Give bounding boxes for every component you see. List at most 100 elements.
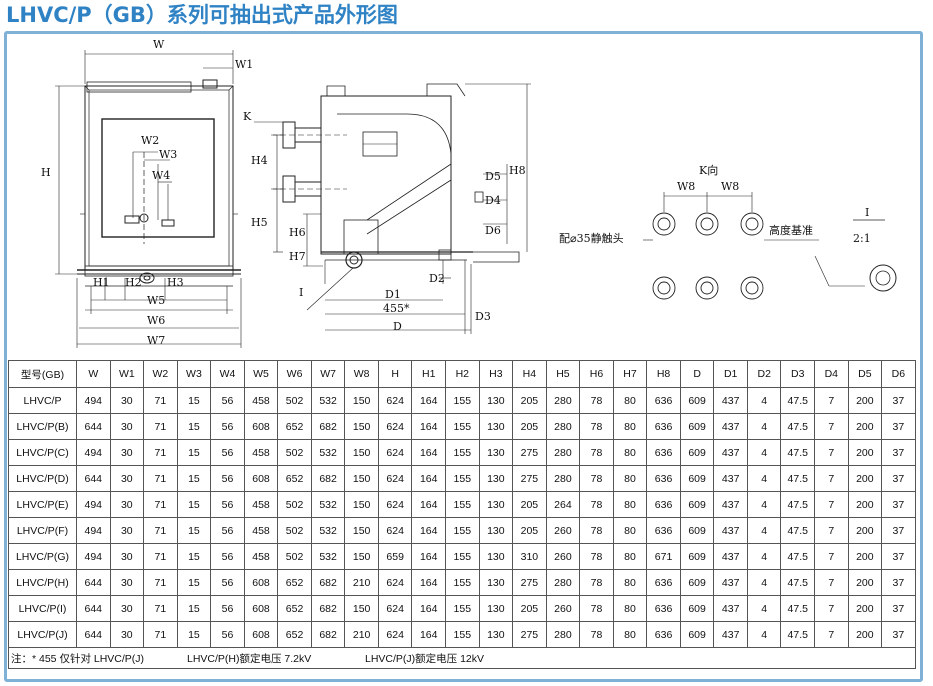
table-cell: 30	[109, 569, 145, 596]
table-cell: 155	[445, 387, 480, 414]
table-cell: 47.5	[780, 569, 816, 596]
table-cell: 78	[579, 621, 614, 648]
table-cell: 636	[646, 569, 681, 596]
table-cell: 200	[847, 569, 883, 596]
table-cell: 78	[579, 465, 614, 492]
table-cell: 80	[612, 439, 648, 466]
dim-label: W1	[235, 58, 253, 71]
column-header: H2	[445, 360, 480, 388]
table-cell: 30	[109, 491, 145, 518]
table-cell: 609	[679, 413, 715, 440]
table-cell: 502	[277, 543, 312, 570]
table-cell: 4	[746, 595, 782, 622]
table-cell: 47.5	[780, 439, 816, 466]
table-cell: 7	[814, 569, 849, 596]
table-cell: 71	[143, 543, 178, 570]
table-cell: 78	[579, 543, 614, 570]
contact-note: 配⌀35静触头	[559, 231, 624, 245]
table-cell: 130	[478, 413, 514, 440]
table-cell: 4	[746, 543, 782, 570]
table-cell: 164	[411, 517, 447, 544]
table-cell: 4	[746, 387, 782, 414]
table-cell: 636	[646, 465, 681, 492]
table-cell: 15	[176, 413, 212, 440]
table-cell: 652	[277, 413, 312, 440]
table-cell: 47.5	[780, 491, 816, 518]
table-cell: 78	[579, 439, 614, 466]
front-view	[55, 50, 242, 348]
table-cell: 37	[881, 595, 916, 622]
table-note: 注：* 455 仅针对 LHVC/P(J)LHVC/P(H)额定电压 7.2kV…	[8, 647, 916, 669]
table-cell: 682	[310, 465, 346, 492]
table-cell: 155	[445, 465, 480, 492]
dim-label: H2	[125, 276, 142, 289]
table-cell: 205	[512, 595, 547, 622]
table-cell: 130	[478, 465, 514, 492]
table-cell: 15	[176, 621, 212, 648]
column-header: D1	[713, 360, 748, 388]
table-cell: 644	[76, 465, 111, 492]
table-cell: 494	[76, 439, 111, 466]
table-cell: 4	[746, 491, 782, 518]
dim-label: D1	[385, 288, 401, 301]
table-cell: 437	[713, 465, 748, 492]
table-cell: 652	[277, 621, 312, 648]
column-header: W8	[344, 360, 379, 388]
table-cell: 458	[243, 387, 279, 414]
table-cell: 155	[445, 491, 480, 518]
table-cell: 155	[445, 543, 480, 570]
table-cell: 205	[512, 413, 547, 440]
table-cell: 15	[176, 439, 212, 466]
dim-label: W	[153, 38, 165, 51]
dim-label: D4	[485, 194, 501, 207]
table-cell: 71	[143, 413, 178, 440]
table-cell: 30	[109, 543, 145, 570]
table-cell: 437	[713, 491, 748, 518]
column-header: H6	[579, 360, 614, 388]
table-cell: 644	[76, 569, 111, 596]
table-cell: 609	[679, 439, 715, 466]
table-cell: 210	[344, 621, 379, 648]
table-cell: 458	[243, 517, 279, 544]
table-cell: 608	[243, 569, 279, 596]
table-cell: 275	[512, 465, 547, 492]
table-cell: 155	[445, 439, 480, 466]
table-cell: 30	[109, 517, 145, 544]
table-cell: 56	[210, 465, 245, 492]
table-cell: 15	[176, 491, 212, 518]
model-cell: LHVC/P(G)	[8, 543, 77, 570]
model-cell: LHVC/P(C)	[8, 439, 77, 466]
table-cell: 275	[512, 439, 547, 466]
table-cell: 78	[579, 595, 614, 622]
table-note-row: 注：* 455 仅针对 LHVC/P(J)LHVC/P(H)额定电压 7.2kV…	[8, 647, 916, 669]
table-cell: 437	[713, 439, 748, 466]
table-cell: 636	[646, 387, 681, 414]
model-cell: LHVC/P(F)	[8, 517, 77, 544]
table-cell: 7	[814, 491, 849, 518]
table-cell: 280	[545, 569, 581, 596]
table-cell: 636	[646, 595, 681, 622]
table-cell: 609	[679, 569, 715, 596]
table-cell: 205	[512, 517, 547, 544]
table-cell: 280	[545, 621, 581, 648]
outline-drawing: W W1 W2 W3 W4 H H1 H2 H3 W5 W6 W7 K H4 H…	[41, 38, 897, 348]
table-cell: 7	[814, 465, 849, 492]
table-cell: 437	[713, 517, 748, 544]
table-cell: 7	[814, 543, 849, 570]
dim-label: D2	[429, 272, 445, 285]
column-header: D4	[814, 360, 849, 388]
table-cell: 532	[310, 517, 346, 544]
column-header: W5	[243, 360, 279, 388]
table-cell: 80	[612, 517, 648, 544]
detail-scale: 2:1	[853, 232, 871, 245]
note-asterisk: 注：* 455 仅针对 LHVC/P(J)	[11, 652, 145, 665]
table-cell: 80	[612, 621, 648, 648]
table-cell: 4	[746, 439, 782, 466]
table-cell: 150	[344, 439, 379, 466]
table-cell: 652	[277, 465, 312, 492]
